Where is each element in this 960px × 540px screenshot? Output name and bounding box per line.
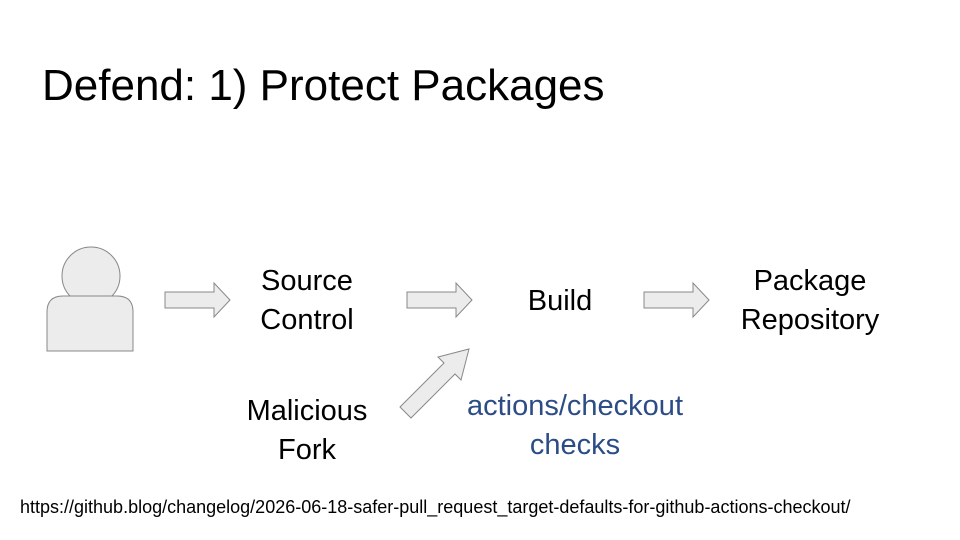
- source-control-line2: Control: [260, 304, 354, 336]
- source-url: https://github.blog/changelog/2026-06-18…: [20, 497, 851, 517]
- malicious-fork-line2: Fork: [278, 434, 336, 466]
- checks-line1: actions/checkout: [466, 390, 683, 422]
- package-repository-node: Package Repository: [725, 262, 895, 340]
- source-control-node: Source Control: [242, 262, 372, 340]
- malicious-fork-line1: Malicious: [246, 395, 368, 427]
- arrow-right-icon: [164, 281, 231, 319]
- slide-title: Defend: 1) Protect Packages: [42, 61, 605, 110]
- person-icon: [46, 246, 134, 352]
- package-repository-line1: Package: [753, 265, 867, 297]
- package-repository-line2: Repository: [740, 304, 880, 336]
- checks-line2: checks: [529, 429, 621, 461]
- source-control-line1: Source: [261, 265, 353, 297]
- build-label: Build: [527, 285, 593, 317]
- checkout-checks-note: actions/checkout checks: [445, 387, 705, 465]
- arrow-diagonal-icon: [399, 348, 470, 419]
- build-node: Build: [505, 282, 615, 321]
- arrow-right-icon: [406, 281, 473, 319]
- arrow-right-icon: [643, 281, 710, 319]
- malicious-fork-node: Malicious Fork: [227, 392, 387, 470]
